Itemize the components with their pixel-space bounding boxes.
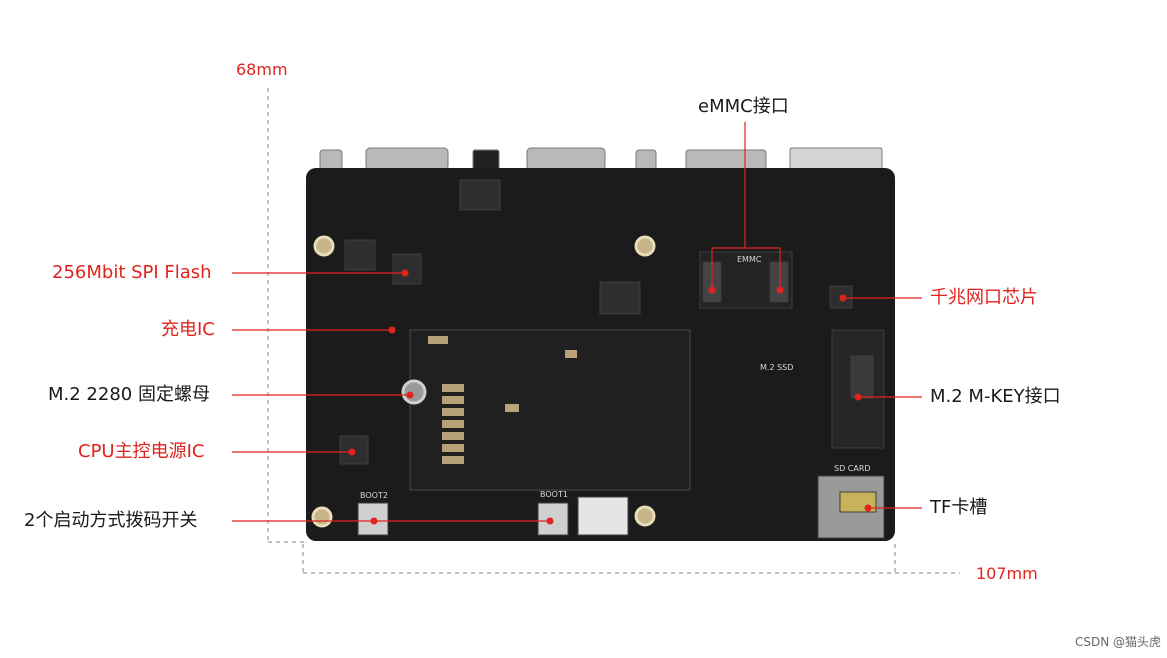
callout-ethernet-chip: 千兆网口芯片 (930, 287, 1038, 308)
callout-m2-mkey: M.2 M-KEY接口 (930, 386, 1061, 407)
callout-tf-slot: TF卡槽 (930, 497, 988, 518)
top-connectors (319, 147, 883, 173)
height-dimension-label: 68mm (236, 60, 288, 79)
callout-m2-nut: M.2 2280 固定螺母 (48, 384, 210, 405)
dimension-lines (267, 88, 960, 574)
silk-boot2: BOOT2 (360, 491, 388, 500)
width-dimension-label: 107mm (976, 564, 1038, 583)
callout-spi-flash: 256Mbit SPI Flash (52, 262, 212, 283)
silk-boot1: BOOT1 (540, 490, 568, 499)
callout-lines (232, 122, 922, 525)
silk-sd-card: SD CARD (834, 464, 871, 473)
mounting-holes (311, 235, 656, 528)
silk-m2-ssd: M.2 SSD (760, 363, 793, 372)
callout-boot-switches: 2个启动方式拨码开关 (24, 510, 198, 531)
callout-cpu-power-ic: CPU主控电源IC (78, 441, 205, 462)
silk-emmc: EMMC (737, 255, 762, 264)
callout-emmc: eMMC接口 (698, 96, 789, 117)
m2-standoff (401, 379, 427, 405)
callout-charge-ic: 充电IC (161, 319, 215, 340)
pcb-passives (428, 336, 577, 464)
watermark: CSDN @猫头虎 (1074, 635, 1161, 649)
